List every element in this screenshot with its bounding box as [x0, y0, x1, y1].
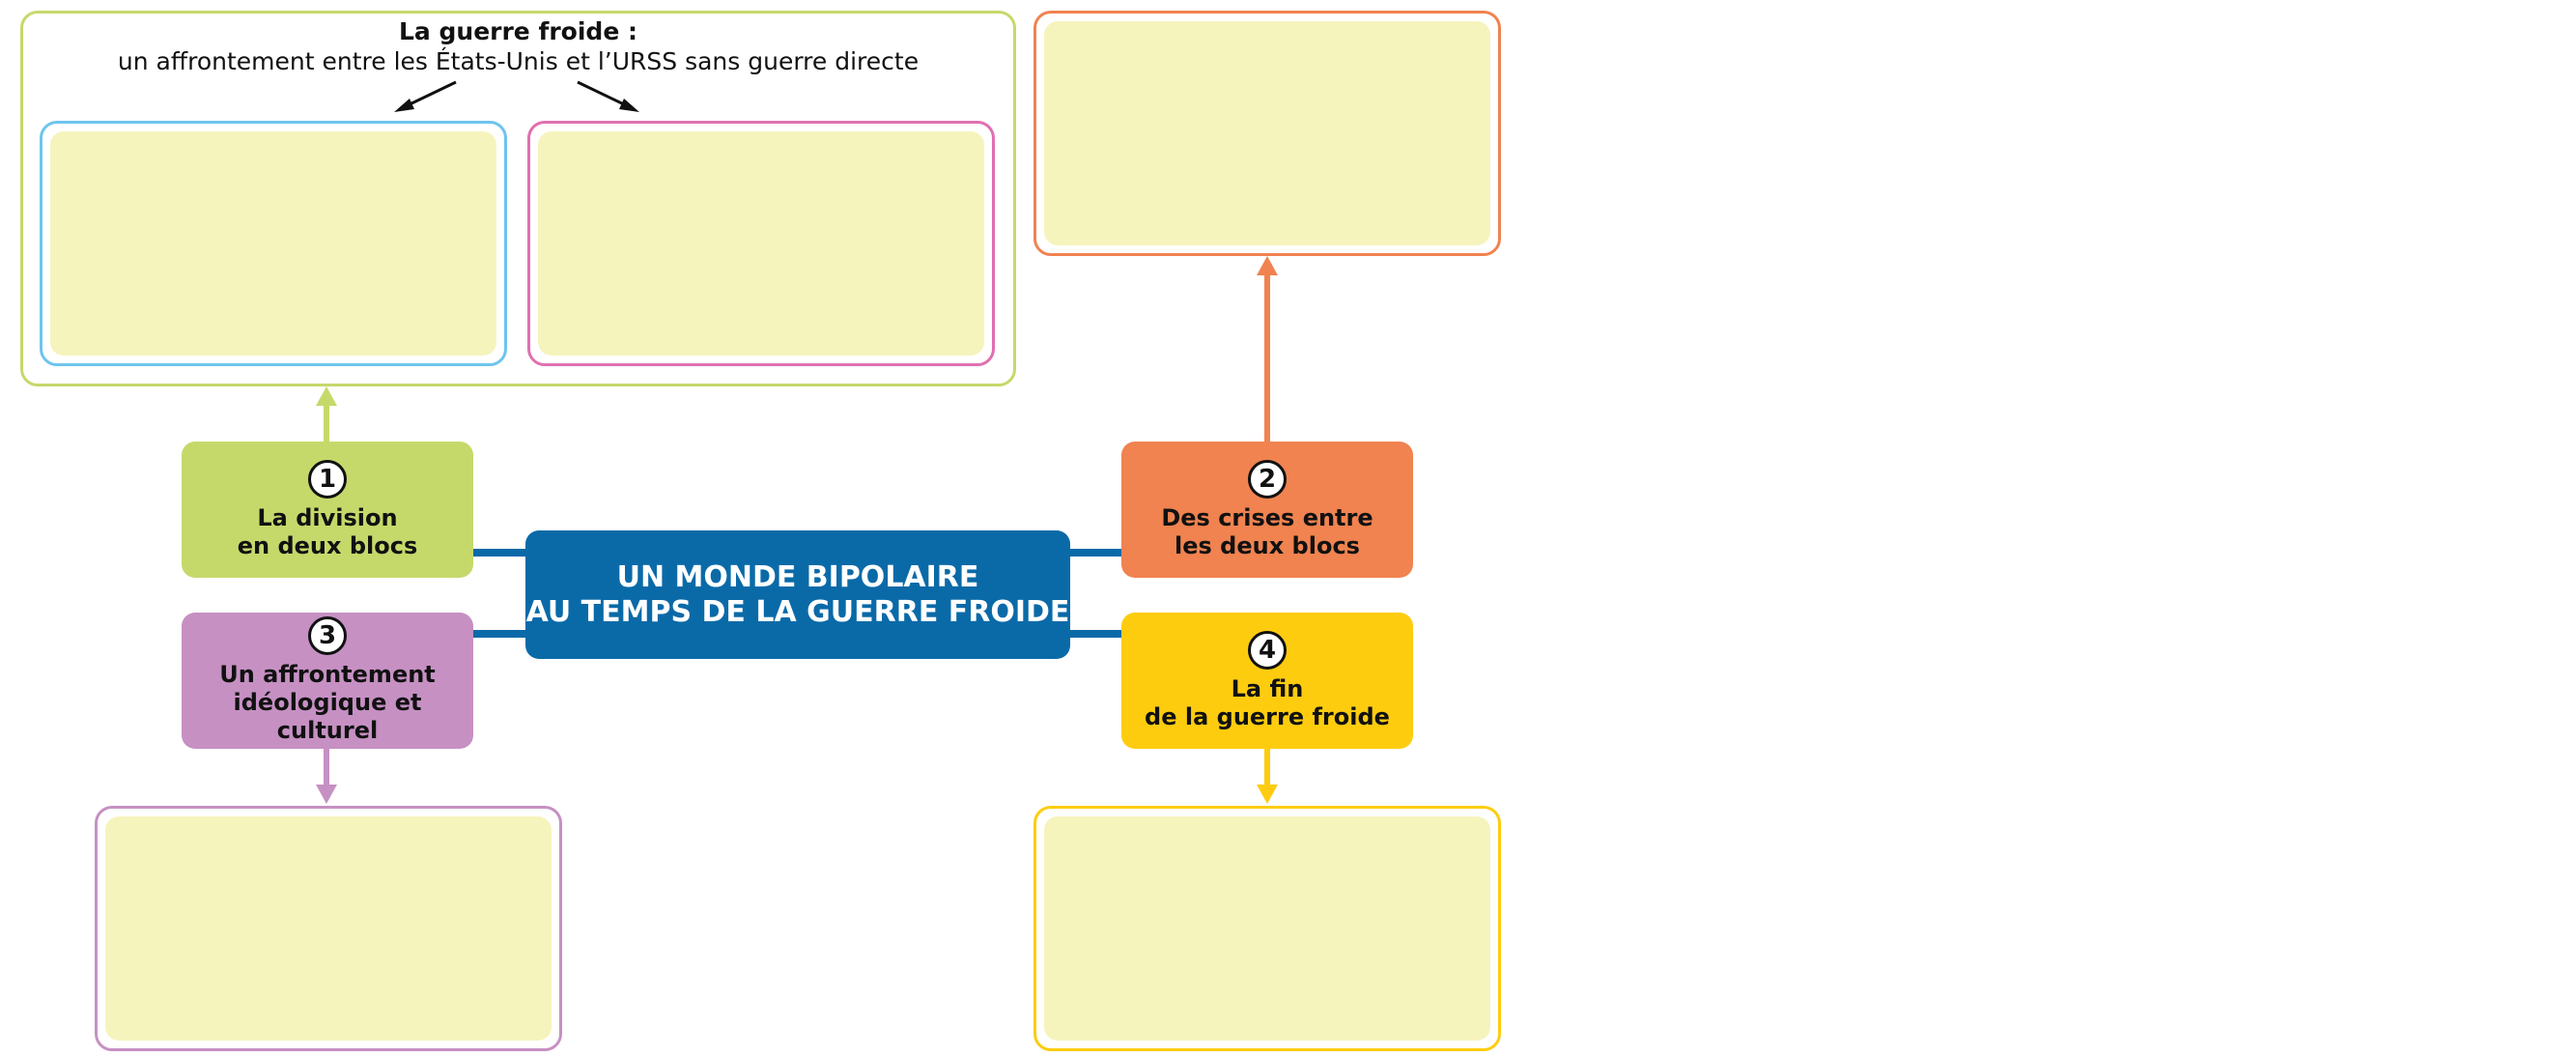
- frame-title: La guerre froide :: [399, 17, 637, 45]
- node-4-number-badge: 4: [1248, 630, 1287, 670]
- node-2-crises[interactable]: 2 Des crises entre les deux blocs: [1121, 442, 1413, 578]
- frame-subtitle: un affrontement entre les États-Unis et …: [117, 47, 920, 75]
- central-topic: UN MONDE BIPOLAIRE AU TEMPS DE LA GUERRE…: [525, 530, 1070, 659]
- header-arrow-left: [394, 80, 457, 112]
- answer-area-crises[interactable]: [1044, 21, 1490, 245]
- frame-ideologique: [95, 806, 562, 1051]
- arrow-3-down: [316, 749, 337, 804]
- node-4-label: La fin de la guerre froide: [1145, 674, 1390, 730]
- node-1-division[interactable]: 1 La division en deux blocs: [182, 442, 473, 578]
- node-4-fin[interactable]: 4 La fin de la guerre froide: [1121, 613, 1413, 749]
- frame-crises: [1033, 11, 1501, 256]
- header-arrow-right: [577, 80, 639, 112]
- box-usa: [40, 121, 507, 366]
- node-3-number-badge: 3: [308, 616, 347, 655]
- node-1-label: La division en deux blocs: [237, 503, 418, 559]
- connector-bar-4: [1069, 630, 1122, 638]
- node-2-label: Des crises entre les deux blocs: [1161, 503, 1373, 559]
- answer-area-fin[interactable]: [1044, 816, 1490, 1041]
- arrow-1-up: [316, 386, 337, 442]
- node-3-label: Un affrontement idéologique et culturel: [219, 661, 436, 744]
- arrow-4-down: [1257, 749, 1278, 804]
- answer-area-urss[interactable]: [538, 131, 984, 356]
- arrow-2-up: [1257, 256, 1278, 442]
- node-3-ideologique[interactable]: 3 Un affrontement idéologique et culture…: [182, 613, 473, 749]
- node-2-number-badge: 2: [1248, 459, 1287, 499]
- connector-bar-3: [473, 630, 526, 638]
- connector-bar-1: [473, 549, 526, 557]
- frame-header: La guerre froide : un affrontement entre…: [20, 16, 1016, 76]
- answer-area-ideologique[interactable]: [105, 816, 552, 1041]
- frame-fin: [1033, 806, 1501, 1051]
- node-1-number-badge: 1: [308, 459, 347, 499]
- box-urss: [527, 121, 995, 366]
- answer-area-usa[interactable]: [50, 131, 496, 356]
- connector-bar-2: [1069, 549, 1122, 557]
